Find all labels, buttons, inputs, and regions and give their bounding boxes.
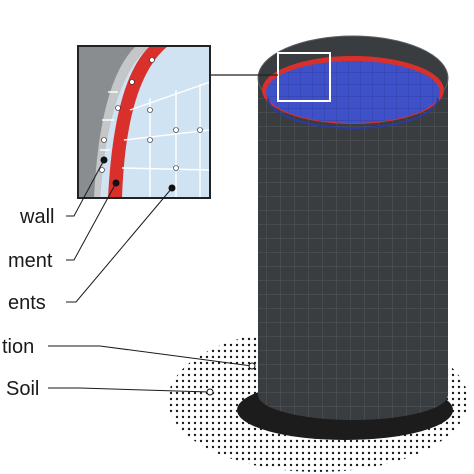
leader-wall <box>66 159 105 217</box>
soil-node-dot <box>206 388 214 396</box>
detail-inset <box>77 45 211 199</box>
leader-element <box>66 182 117 261</box>
label-wall: wall <box>19 206 54 228</box>
liquid-surface <box>266 61 440 123</box>
label-element: ment <box>8 250 53 272</box>
zoom-marker <box>277 52 331 102</box>
leader-soil <box>48 387 211 393</box>
foundation-node-dot <box>248 362 256 370</box>
label-foundation: tion <box>2 336 34 358</box>
label-soil: Soil <box>6 378 39 400</box>
label-elements: ents <box>8 292 46 314</box>
leader-elements <box>66 187 173 303</box>
leader-foundation <box>48 345 253 367</box>
tank-wall <box>258 78 448 420</box>
